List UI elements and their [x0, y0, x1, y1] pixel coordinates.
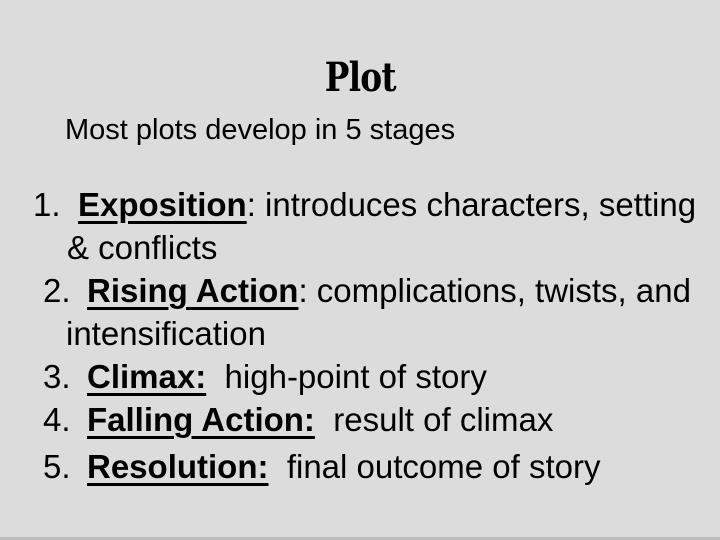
list-item-exposition: 1. Exposition: introduces characters, set…	[0, 183, 720, 269]
list-item-climax: 3. Climax: high-point of story	[0, 355, 720, 398]
list-item-falling-action: 4. Falling Action: result of climax	[0, 398, 720, 441]
item-number: 4.	[43, 401, 71, 438]
item-number: 1.	[33, 186, 61, 223]
item-keyword: Exposition	[78, 186, 247, 223]
item-text-continuation: intensification	[66, 315, 266, 352]
item-keyword: Rising Action	[87, 272, 299, 309]
item-text: final outcome of story	[268, 448, 601, 485]
slide-title: Plot	[0, 54, 720, 102]
item-text: : complications, twists, and	[298, 272, 691, 309]
item-text: high-point of story	[206, 358, 487, 395]
item-number: 2.	[43, 272, 71, 309]
plot-stages-list: 1. Exposition: introduces characters, set…	[0, 183, 720, 488]
item-number: 3.	[43, 358, 71, 395]
item-text-continuation: & conflicts	[67, 229, 218, 266]
item-keyword: Resolution:	[87, 448, 269, 485]
slide-subtitle: Most plots develop in 5 stages	[65, 114, 456, 146]
slide-title-text: Plot	[324, 54, 397, 101]
item-keyword: Climax:	[87, 358, 207, 395]
item-keyword: Falling Action:	[87, 401, 315, 438]
list-item-resolution: 5. Resolution: final outcome of story	[0, 445, 720, 488]
item-text: : introduces characters, setting	[246, 186, 697, 223]
item-number: 5.	[43, 448, 71, 485]
list-item-rising-action: 2. Rising Action: complications, twists, …	[0, 269, 720, 355]
item-text: result of climax	[314, 401, 554, 438]
